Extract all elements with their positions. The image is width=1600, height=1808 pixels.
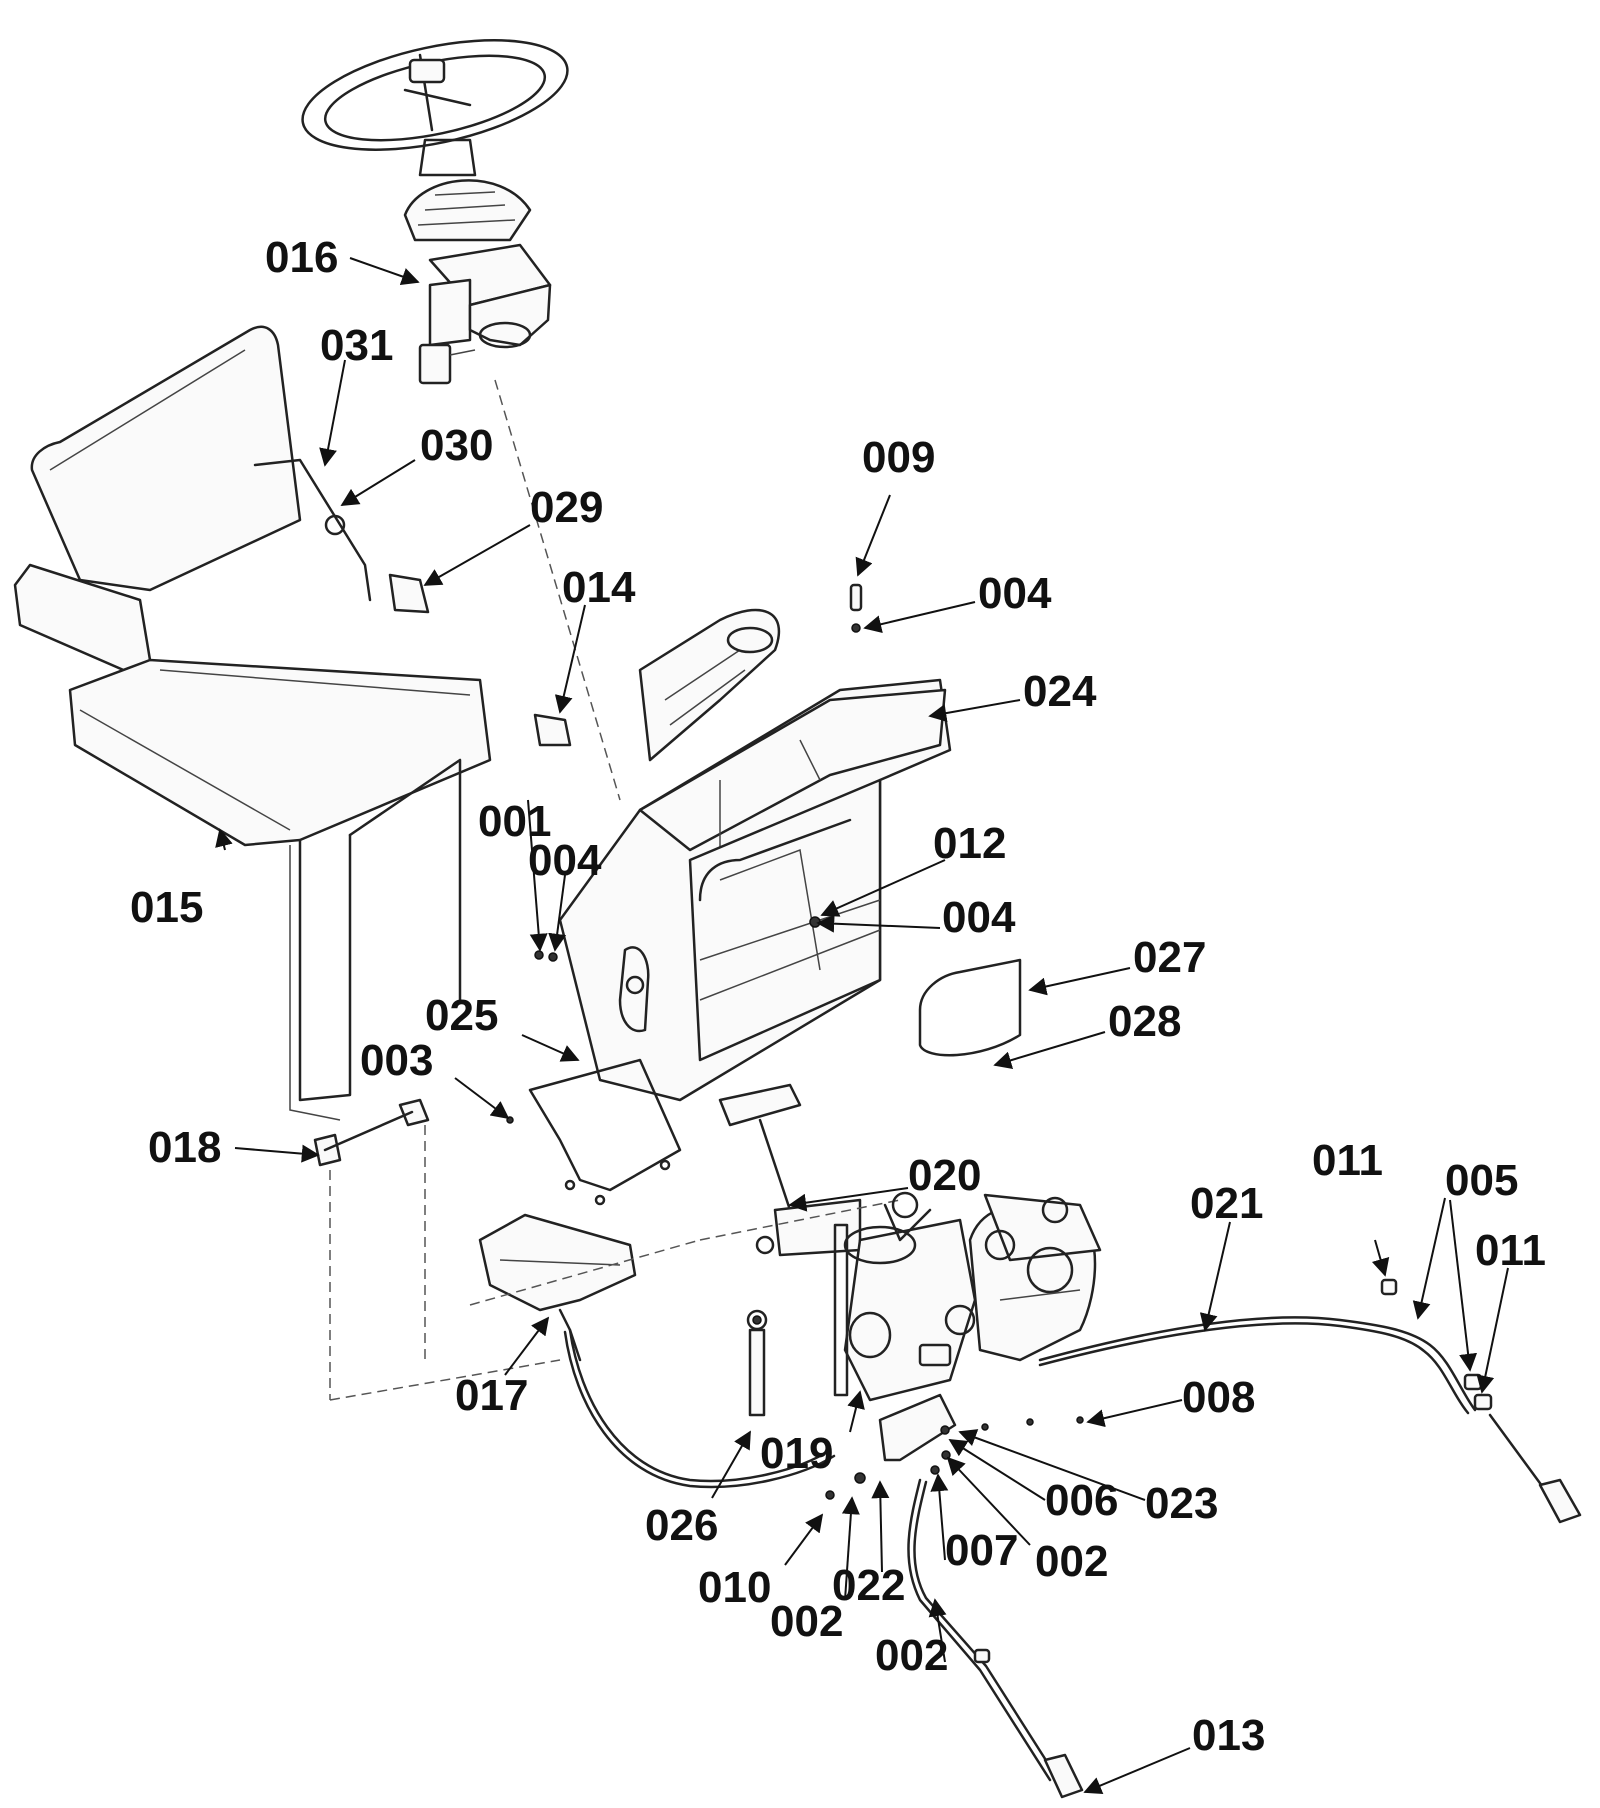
callout-labels: 016 031 030 029 014 009 004 024 012 004 … — [130, 233, 1546, 1760]
callout-015: 015 — [130, 883, 203, 932]
callout-018: 018 — [148, 1123, 221, 1172]
throttle-plate — [638, 608, 781, 762]
fasteners-right — [981, 1416, 1084, 1431]
callout-025: 025 — [425, 991, 498, 1040]
callout-011-a: 011 — [1312, 1136, 1383, 1185]
callout-014: 014 — [562, 563, 636, 612]
floor-panel-025 — [528, 1058, 682, 1206]
callout-024: 024 — [1023, 667, 1097, 716]
cable-013 — [907, 1478, 1084, 1799]
callout-008: 008 — [1182, 1373, 1255, 1422]
callout-023: 023 — [1145, 1479, 1218, 1528]
callout-010: 010 — [698, 1563, 771, 1612]
callout-004-mid: 004 — [942, 893, 1016, 942]
callout-003: 003 — [360, 1036, 433, 1085]
steering-column-boot — [403, 138, 532, 242]
callout-002-c: 002 — [1035, 1537, 1108, 1586]
callout-009: 009 — [862, 433, 935, 482]
transmission — [968, 1193, 1102, 1362]
callout-004-left: 004 — [528, 836, 602, 885]
control-bracket-022 — [825, 1393, 957, 1500]
callout-005: 005 — [1445, 1156, 1518, 1205]
console-housing — [558, 678, 952, 1102]
pedal-017 — [478, 1213, 637, 1362]
fasteners-console — [506, 583, 863, 1124]
steering-column-bracket — [418, 243, 552, 385]
callout-002-b: 002 — [875, 1631, 948, 1680]
cable-pedal — [563, 1328, 836, 1489]
callout-022: 022 — [832, 1561, 905, 1610]
linkage-rod-019 — [746, 1223, 849, 1417]
callout-028: 028 — [1108, 997, 1181, 1046]
cable-021 — [1038, 1278, 1582, 1524]
callout-031: 031 — [320, 321, 393, 370]
callout-029: 029 — [530, 483, 603, 532]
pump-assembly — [843, 1191, 977, 1402]
callout-011-b: 011 — [1475, 1226, 1546, 1275]
side-panel-027 — [918, 958, 1022, 1057]
callout-006: 006 — [1045, 1476, 1118, 1525]
callout-019: 019 — [760, 1429, 833, 1478]
callout-012: 012 — [933, 819, 1006, 868]
callout-007: 007 — [945, 1526, 1018, 1575]
seat — [13, 325, 492, 1121]
callout-013: 013 — [1192, 1711, 1265, 1760]
callout-026: 026 — [645, 1501, 718, 1550]
callout-002-a: 002 — [770, 1597, 843, 1646]
callout-001: 001 — [478, 797, 551, 846]
seat-rails — [313, 1098, 561, 1401]
callout-017: 017 — [455, 1371, 528, 1420]
steering-wheel — [301, 39, 569, 151]
callout-027: 027 — [1133, 933, 1206, 982]
callout-016: 016 — [265, 233, 338, 282]
seat-mount-linkage — [253, 458, 572, 747]
callout-004-top: 004 — [978, 569, 1052, 618]
callout-030: 030 — [420, 421, 493, 470]
callout-021: 021 — [1190, 1179, 1263, 1228]
callout-020: 020 — [908, 1151, 981, 1200]
pedal-020 — [718, 1083, 862, 1257]
leader-lines — [215, 257, 1509, 1795]
